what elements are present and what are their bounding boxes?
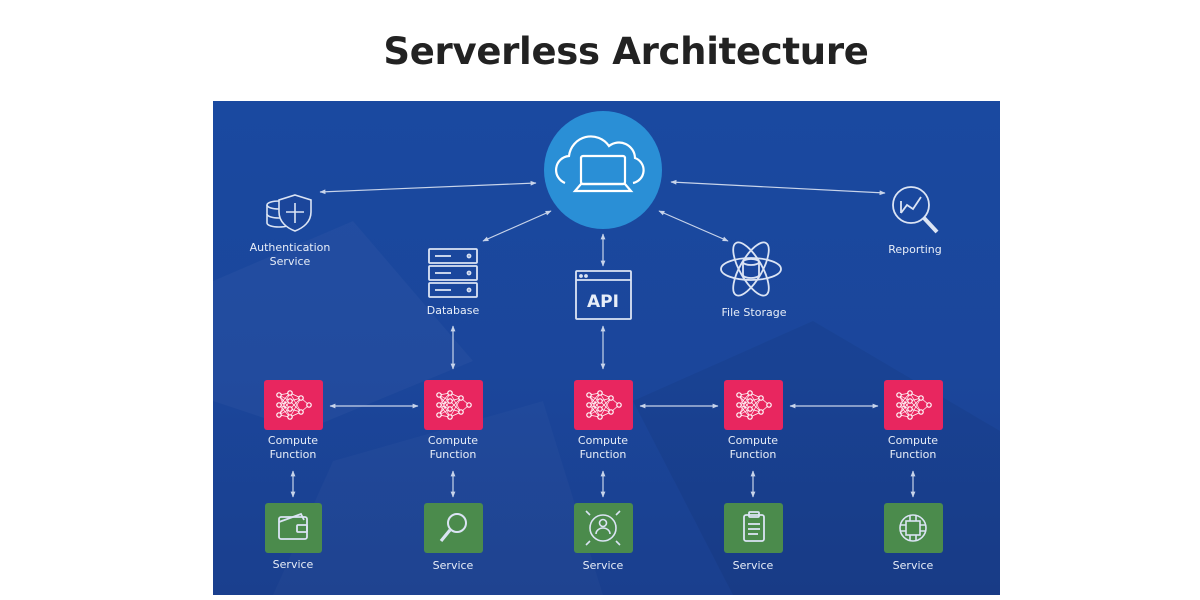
service-3-label: Service [582, 559, 624, 572]
wallet-icon [278, 512, 308, 540]
compute-label-line2: Function [579, 448, 627, 461]
service-2-box [424, 503, 483, 553]
service-5-label: Service [892, 559, 934, 572]
shield-database-icon [266, 194, 312, 232]
page-title: Serverless Architecture [383, 30, 869, 73]
compute-function-5-label: Compute Function [853, 434, 973, 462]
neural-network-icon [586, 390, 622, 420]
compute-label-line1: Compute [727, 434, 779, 447]
compute-function-3-box [574, 380, 633, 430]
atom-storage-icon [720, 241, 782, 297]
database-label: Database [426, 304, 480, 317]
connector-cloud-database [482, 210, 552, 242]
file-storage-label: File Storage [721, 306, 787, 319]
compute-label-line2: Function [269, 448, 317, 461]
user-network-icon [585, 510, 621, 546]
compute-label-line1: Compute [887, 434, 939, 447]
clipboard-icon [743, 511, 765, 542]
compute-function-2-box [424, 380, 483, 430]
compute-label-line2: Function [729, 448, 777, 461]
service-1-box [265, 503, 322, 553]
compute-function-4-label: Compute Function [693, 434, 813, 462]
compute-function-4-box [724, 380, 783, 430]
compute-label-line1: Compute [427, 434, 479, 447]
api-window-icon [575, 270, 632, 320]
auth-label: Authentication Service [230, 241, 350, 269]
auth-label-line1: Authentication [249, 241, 331, 254]
search-icon [439, 513, 467, 543]
service-4-label: Service [732, 559, 774, 572]
compute-label-line2: Function [889, 448, 937, 461]
service-4-box [724, 503, 783, 553]
cloud-laptop-icon [555, 135, 645, 193]
neural-network-icon [276, 390, 312, 420]
connectors [290, 179, 916, 498]
chip-icon [899, 514, 927, 542]
server-rack-icon [428, 248, 478, 298]
compute-label-line2: Function [429, 448, 477, 461]
neural-network-icon [896, 390, 932, 420]
connector-cloud-auth [319, 180, 537, 195]
architecture-diagram: API [213, 101, 1000, 595]
api-label: API [587, 292, 619, 312]
connector-cloud-reporting [670, 179, 886, 196]
reporting-label: Reporting [888, 243, 942, 256]
neural-network-icon [436, 390, 472, 420]
auth-label-line2: Service [269, 255, 311, 268]
neural-network-icon [736, 390, 772, 420]
compute-function-5-box [884, 380, 943, 430]
cloud-node [544, 111, 662, 229]
compute-label-line1: Compute [577, 434, 629, 447]
compute-function-1-label: Compute Function [233, 434, 353, 462]
service-1-label: Service [272, 558, 314, 571]
compute-function-2-label: Compute Function [393, 434, 513, 462]
magnifier-chart-icon [892, 186, 939, 234]
connector-cloud-storage [658, 210, 729, 242]
service-5-box [884, 503, 943, 553]
compute-label-line1: Compute [267, 434, 319, 447]
compute-function-3-label: Compute Function [543, 434, 663, 462]
service-2-label: Service [432, 559, 474, 572]
compute-function-1-box [264, 380, 323, 430]
